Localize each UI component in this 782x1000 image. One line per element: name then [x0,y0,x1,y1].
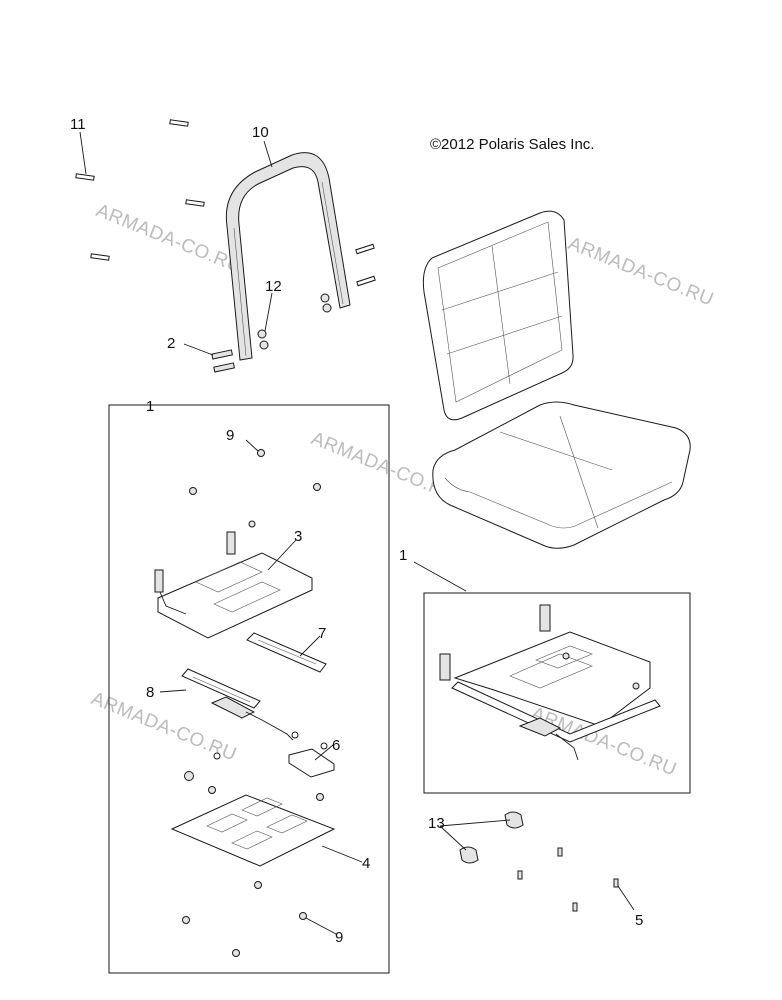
callout-labels: 11 10 12 2 1 9 3 1 7 8 6 13 4 5 9 [70,116,643,946]
bolts-item-2 [211,349,235,373]
spacer-block-item-6 [288,748,335,778]
watermark-top-left: ARMADA-CO.RU [93,200,244,277]
callout-13: 13 [428,815,445,832]
nuts-item-12 [257,293,332,350]
slide-rail-item-8 [181,668,294,741]
copyright-notice: ©2012 Polaris Sales Inc. [430,136,594,153]
seat-backrest [422,210,574,421]
leader-lines [79,131,635,935]
callout-5: 5 [635,912,643,929]
callout-7: 7 [318,625,326,642]
callout-1-box: 1 [146,398,154,415]
assembled-seat-base [439,604,661,761]
screws-item-5 [517,847,619,912]
callout-10: 10 [252,124,269,141]
callout-9-bottom: 9 [335,929,343,946]
callout-4: 4 [362,855,370,872]
nuts-item-9-bottom [182,881,307,957]
mounting-plate-item-4 [170,794,336,867]
grab-bar [225,152,351,361]
assembly-1-frame [108,404,390,974]
seat-base-plate-item-3 [154,531,313,639]
nuts-item-9-top [189,449,321,528]
callout-3: 3 [294,528,302,545]
bolts-item-11 [75,119,376,287]
assembly-1-inset-frame [423,592,691,794]
callout-9-top: 9 [226,427,234,444]
seat-cushion [432,401,691,549]
slide-rail-item-7 [246,632,327,673]
callout-8: 8 [146,684,154,701]
callout-1-inset: 1 [399,547,407,564]
mid-fasteners [184,731,328,801]
callout-2: 2 [167,335,175,352]
callout-6: 6 [332,737,340,754]
callout-12: 12 [265,278,282,295]
bumpers-item-13 [459,811,524,864]
callout-11: 11 [70,116,86,133]
watermark-top-right: ARMADA-CO.RU [565,233,716,310]
